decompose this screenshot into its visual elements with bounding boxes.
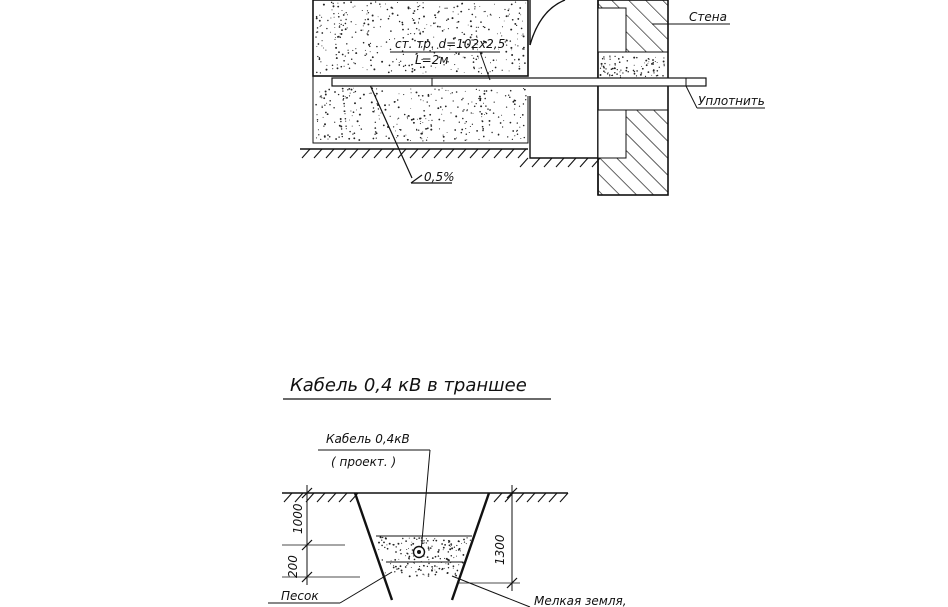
fine-soil-callout: Мелкая земля, <box>451 575 627 607</box>
seal-label: Уплотнить <box>698 94 765 108</box>
sand-callout: Песок <box>268 571 393 604</box>
steel-pipe <box>331 77 707 87</box>
upper-sand-block <box>312 0 529 77</box>
cable-callout: Кабель 0,4кВ ( проект. ) <box>318 432 431 553</box>
wall-label: Стена <box>689 10 727 24</box>
dim-depth-label: 1000 <box>291 503 305 534</box>
brick-wall <box>597 0 669 196</box>
pipe-spec-label: ст. тр. d=102х2,5 <box>395 37 505 51</box>
cable-cross-section <box>412 545 426 559</box>
dim-total-label: 1300 <box>493 534 507 565</box>
dimension-left: 1000 200 <box>282 485 360 585</box>
sand-label: Песок <box>281 589 319 603</box>
dim-sand-label: 200 <box>286 555 300 578</box>
trench-ground <box>282 492 569 503</box>
lower-sand-fill <box>312 76 529 144</box>
cable-label: Кабель 0,4кВ <box>326 432 410 446</box>
pipe-label: ст. тр. d=102х2,5 L=2м <box>390 37 505 81</box>
fine-soil-label: Мелкая земля, <box>534 594 627 607</box>
bottom-section: Кабель 0,4 кВ в траншее Кабель 0,4кВ ( п… <box>268 375 627 607</box>
wall-callout: Стена <box>652 10 730 25</box>
trench-outline <box>353 492 491 601</box>
cable-status-label: ( проект. ) <box>331 455 396 469</box>
pipe-length-label: L=2м <box>415 53 448 67</box>
slope-label: 0,5% <box>424 170 455 184</box>
dimension-right: 1300 <box>458 485 520 591</box>
top-section: 0,5% ст. тр. d=102 <box>300 0 765 196</box>
seal-callout: Уплотнить <box>685 85 765 109</box>
ground-line-left <box>300 148 528 159</box>
sand-layer <box>378 536 472 578</box>
section-title: Кабель 0,4 кВ в траншее <box>290 375 527 396</box>
slope-indicator: 0,5% <box>410 170 455 184</box>
pit-arch <box>519 0 601 195</box>
